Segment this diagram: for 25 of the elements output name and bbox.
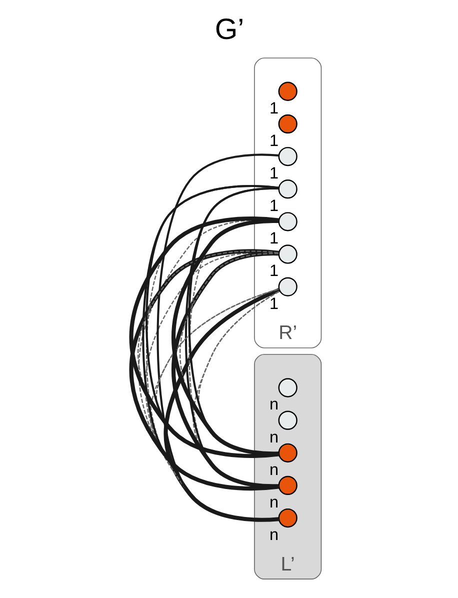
node-circle: [278, 378, 297, 398]
node-label: 1: [268, 197, 278, 216]
node-label: n: [268, 493, 278, 512]
node-circle: [278, 443, 297, 462]
node-label: 1: [268, 230, 278, 248]
node-label: 1: [268, 262, 278, 280]
node-label: n: [268, 526, 278, 544]
node-circle: [278, 508, 297, 528]
node-circle: [278, 114, 297, 134]
node-circle: [278, 244, 297, 264]
node-circle: [278, 410, 297, 430]
diagram-title: G’: [214, 13, 244, 46]
node-circle: [278, 180, 297, 199]
node-label: n: [268, 396, 278, 414]
node-circle: [278, 146, 297, 166]
node-circle: [278, 82, 297, 101]
node-label: n: [268, 428, 278, 446]
node-label: 1: [268, 294, 278, 313]
node-label: n: [268, 460, 278, 479]
node-circle: [278, 212, 297, 232]
node-label: 1: [268, 99, 278, 118]
node-label: 1: [268, 132, 278, 150]
node-circle: [278, 476, 297, 496]
node-circle: [278, 277, 297, 296]
node-label: 1: [268, 164, 278, 182]
